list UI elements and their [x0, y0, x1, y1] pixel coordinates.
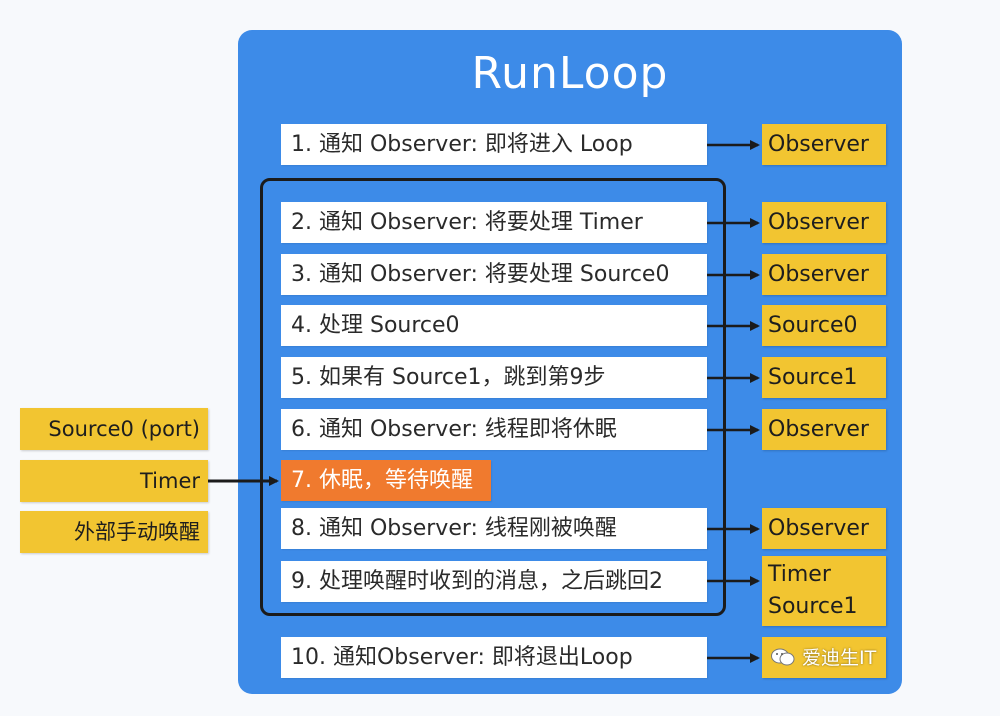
wake-source-port: Source0 (port) — [20, 408, 208, 450]
step-7-sleep: 7. 休眠，等待唤醒 — [281, 460, 491, 501]
tag-source1: Source1 — [762, 357, 886, 398]
tag-source0: Source0 — [762, 305, 886, 346]
tag-timer-line: Timer — [768, 562, 831, 587]
tag-observer-6: Observer — [762, 409, 886, 450]
diagram-title: RunLoop — [471, 48, 669, 99]
watermark: 爱迪生IT — [770, 643, 876, 673]
tag-observer-2: Observer — [762, 202, 886, 243]
wechat-icon — [771, 648, 795, 666]
step-5: 5. 如果有 Source1，跳到第9步 — [281, 357, 707, 398]
tag-timer-source1: Timer Source1 — [762, 556, 886, 626]
step-9: 9. 处理唤醒时收到的消息，之后跳回2 — [281, 561, 707, 602]
tag-observer-3: Observer — [762, 254, 886, 295]
wake-source-manual: 外部手动唤醒 — [20, 511, 208, 553]
step-4: 4. 处理 Source0 — [281, 305, 707, 346]
step-1: 1. 通知 Observer: 即将进入 Loop — [281, 124, 707, 165]
loop-frame — [260, 178, 726, 616]
step-10: 10. 通知Observer: 即将退出Loop — [281, 637, 707, 678]
tag-observer-1: Observer — [762, 124, 886, 165]
step-8: 8. 通知 Observer: 线程刚被唤醒 — [281, 508, 707, 549]
step-3: 3. 通知 Observer: 将要处理 Source0 — [281, 254, 707, 295]
step-2: 2. 通知 Observer: 将要处理 Timer — [281, 202, 707, 243]
tag-source1-line: Source1 — [768, 594, 858, 619]
wake-source-timer: Timer — [20, 460, 208, 502]
tag-observer-8: Observer — [762, 508, 886, 549]
step-6: 6. 通知 Observer: 线程即将休眠 — [281, 409, 707, 450]
watermark-text: 爱迪生IT — [802, 647, 877, 669]
